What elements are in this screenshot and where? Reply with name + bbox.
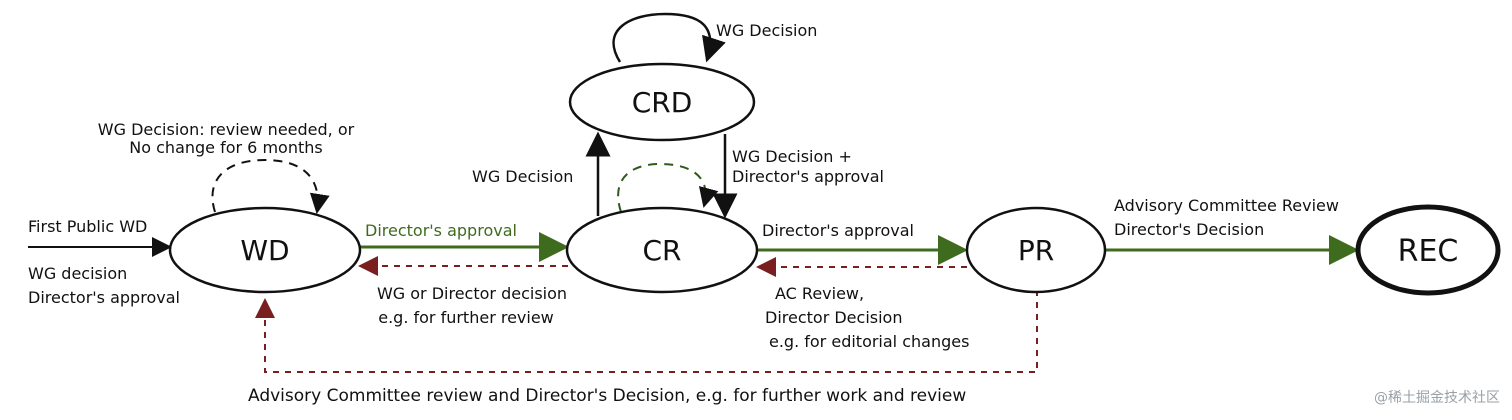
node-cr bbox=[565, 206, 759, 294]
cr-self-loop bbox=[617, 162, 719, 213]
label-pr-to-cr-2: Director Decision bbox=[765, 308, 902, 327]
node-pr bbox=[965, 206, 1107, 294]
node-pr-label: PR bbox=[1018, 234, 1054, 267]
label-wg-decision-left-1: WG decision bbox=[28, 264, 127, 283]
node-crd-label: CRD bbox=[632, 86, 693, 119]
label-cr-to-crd: WG Decision bbox=[472, 167, 573, 186]
watermark: @稀土掘金技术社区 bbox=[1374, 390, 1500, 406]
node-wd bbox=[168, 206, 362, 294]
label-pr-to-rec-1: Advisory Committee Review bbox=[1114, 196, 1339, 215]
label-wd-loop-1: WG Decision: review needed, or bbox=[98, 120, 355, 139]
label-cr-to-pr: Director's approval bbox=[762, 221, 914, 240]
wd-self-loop bbox=[211, 158, 330, 214]
label-crd-loop: WG Decision bbox=[716, 21, 817, 40]
label-pr-to-wd: Advisory Committee review and Director's… bbox=[248, 386, 966, 406]
node-crd bbox=[568, 62, 756, 142]
label-wd-loop-2: No change for 6 months bbox=[129, 138, 322, 157]
label-cr-to-wd-2: e.g. for further review bbox=[378, 308, 554, 327]
node-rec-label: REC bbox=[1398, 234, 1459, 269]
label-wd-to-cr: Director's approval bbox=[365, 221, 517, 240]
label-first-public-wd: First Public WD bbox=[28, 217, 147, 236]
label-wg-decision-left-2: Director's approval bbox=[28, 288, 180, 307]
label-pr-to-cr-1: AC Review, bbox=[775, 284, 864, 303]
label-pr-to-rec-2: Director's Decision bbox=[1114, 220, 1264, 239]
label-pr-to-cr-3: e.g. for editorial changes bbox=[769, 332, 969, 351]
node-cr-label: CR bbox=[642, 234, 681, 267]
label-crd-to-cr-1: WG Decision + bbox=[732, 147, 852, 166]
label-cr-to-wd-1: WG or Director decision bbox=[377, 284, 567, 303]
crd-self-loop bbox=[612, 12, 726, 63]
label-crd-to-cr-2: Director's approval bbox=[732, 167, 884, 186]
node-rec bbox=[1355, 204, 1501, 296]
node-wd-label: WD bbox=[240, 234, 289, 267]
pr-to-wd-arrow bbox=[255, 290, 1038, 373]
